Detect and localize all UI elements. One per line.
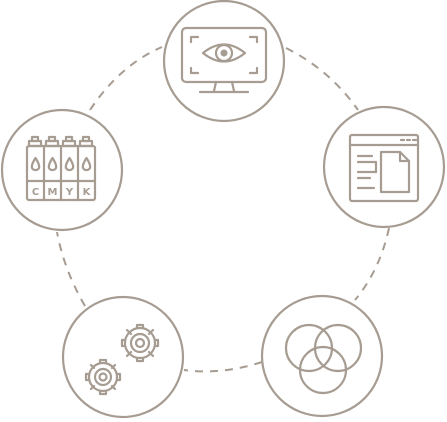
- ink-label-k: K: [83, 187, 92, 198]
- node-ring: [322, 105, 446, 229]
- connector-monitor-document: [285, 47, 359, 111]
- node-gears: [61, 295, 185, 419]
- ink-label-m: M: [48, 187, 58, 198]
- browser-document-icon: [348, 133, 420, 203]
- connector-gears-cmyk: [56, 231, 86, 307]
- cycle-connectors: [56, 46, 390, 373]
- node-document: [322, 105, 446, 229]
- monitor-eye-icon: [180, 26, 268, 94]
- node-ring: [260, 294, 384, 418]
- connector-document-circles: [354, 227, 390, 301]
- ink-label-y: Y: [65, 187, 74, 198]
- cmyk-ink-cartridges-icon: C M Y K: [25, 135, 97, 202]
- gear-large: [120, 323, 160, 363]
- node-ink-cartridges: C M Y K: [0, 108, 124, 232]
- venn-color-circles-icon: [284, 323, 363, 395]
- gears-icon: [84, 323, 160, 396]
- node-color-circles: [260, 294, 384, 418]
- connector-cmyk-monitor: [89, 46, 163, 111]
- gear-small: [84, 358, 122, 396]
- node-ring: [61, 295, 185, 419]
- connector-circles-gears: [183, 361, 263, 373]
- ink-label-c: C: [32, 187, 39, 198]
- node-monitor: [162, 0, 286, 123]
